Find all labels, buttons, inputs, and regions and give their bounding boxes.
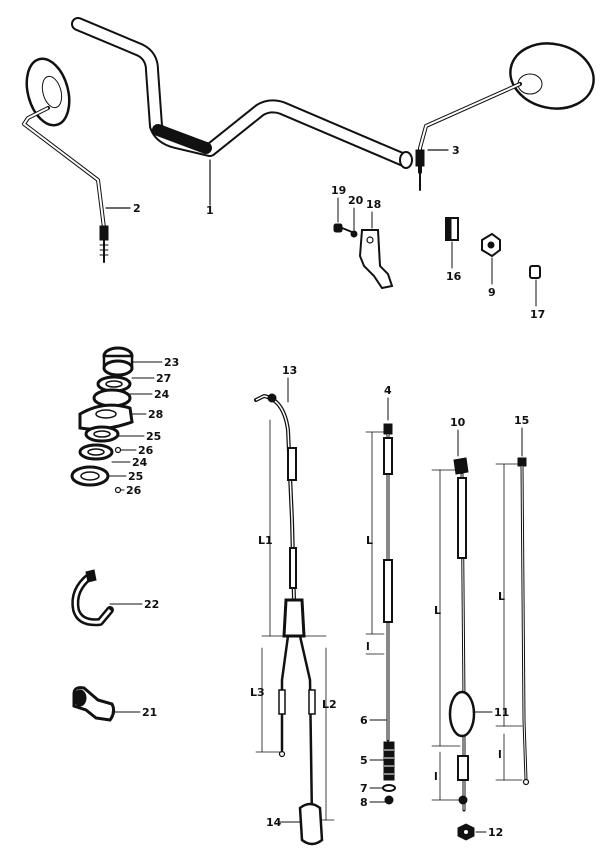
cable-10: 10 11 L l [431,416,509,812]
dim-l-15: l [498,748,502,761]
washer-20: 20 [348,194,364,238]
callout-22: 22 [144,598,159,611]
right-mirror: 3 [415,42,595,191]
dim-L-4: L [366,534,373,547]
nut-12: 12 [457,823,503,841]
callout-26a: 26 [138,444,154,457]
callout-12: 12 [488,826,503,839]
dim-L2: L2 [322,698,337,711]
dim-l-10: l [434,770,438,783]
callout-19: 19 [331,184,346,197]
callout-8: 8 [360,796,368,809]
cable-15: 15 L l [495,414,529,786]
dim-L1: L1 [258,534,273,547]
callout-1: 1 [206,204,214,217]
callout-13: 13 [282,364,297,377]
callout-23a: 23 [164,356,179,369]
cap-14: 14 [266,802,324,846]
dim-L3: L3 [250,686,265,699]
callout-6: 6 [360,714,368,727]
dim-L-10: L [434,604,441,617]
handlebar: 1 [71,17,413,217]
left-mirror: 2 [22,57,141,263]
callout-20: 20 [348,194,364,207]
screw-19: 19 [331,184,353,233]
callout-10: 10 [450,416,466,429]
callout-16: 16 [446,270,462,283]
callout-24b: 25 [128,470,143,483]
cable-4: 4 L l 6 5 7 8 [360,384,396,809]
callout-2: 2 [133,202,141,215]
callout-3: 3 [452,144,460,157]
clamp-22: 22 [71,569,159,627]
callout-21: 21 [142,706,157,719]
callout-18: 18 [366,198,381,211]
callout-28: 28 [148,408,163,421]
callout-11: 11 [494,706,509,719]
clip-16: 16 [445,217,462,283]
callout-5: 5 [360,754,368,767]
callout-7: 7 [360,782,368,795]
callout-9: 9 [488,286,496,299]
callout-17: 17 [530,308,545,321]
callout-26b: 26 [126,484,142,497]
callout-4: 4 [384,384,392,397]
nut-9: 9 [481,232,501,299]
callout-25b: 25 [146,430,161,443]
callout-24a: 24 [132,456,148,469]
cable-13: 13 L1 L3 L2 [250,364,337,826]
callout-23b: 24 [154,388,170,401]
clip-17: 17 [529,265,545,321]
knob-21: 21 [72,686,157,722]
callout-15: 15 [514,414,529,427]
callout-27: 27 [156,372,171,385]
dim-L-15: L [498,590,505,603]
bracket-18: 18 [358,198,394,290]
callout-14: 14 [266,816,282,829]
steering-stack: 23 27 24 28 25 26 24 25 26 [70,346,179,497]
dim-l-4: l [366,640,370,653]
